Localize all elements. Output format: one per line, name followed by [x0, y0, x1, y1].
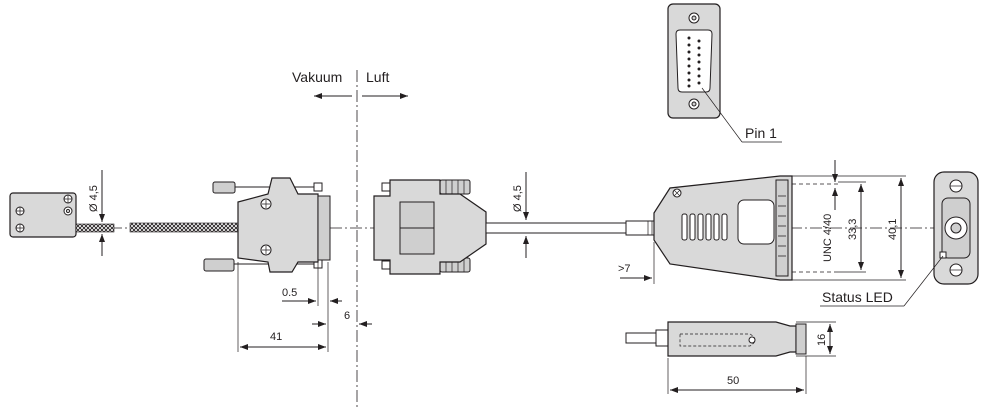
housing-front-view	[933, 171, 979, 285]
electronics-housing	[653, 175, 838, 281]
cable-strain-relief	[625, 220, 655, 236]
strain-relief-lines	[647, 221, 653, 235]
flange-gap-label: 0.5	[282, 287, 297, 299]
main-cable	[485, 222, 627, 234]
braided-cable	[129, 222, 239, 233]
air-label: Luft	[366, 69, 389, 85]
status-led-label: Status LED	[822, 289, 893, 305]
depth-label: 16	[816, 334, 828, 346]
connector-length-label: 41	[270, 331, 282, 343]
dsub-face-view	[667, 3, 721, 119]
inner-height-label: 33,3	[847, 219, 859, 240]
air-connector	[373, 179, 487, 275]
housing-top-view	[625, 321, 807, 357]
min-bend-label: >7	[618, 263, 631, 275]
sensor-cable-dia-label: Ø 4,5	[88, 185, 100, 212]
thread-label: UNC 4/40	[822, 214, 834, 262]
pin1-leader	[701, 87, 743, 143]
status-led-leader	[903, 255, 944, 307]
cable-dia-label: Ø 4,5	[512, 185, 524, 212]
pin1-label: Pin 1	[745, 125, 777, 141]
vacuum-connector	[203, 177, 331, 273]
sensor-head	[9, 192, 115, 238]
outer-height-label: 40,1	[887, 219, 899, 240]
vacuum-label: Vakuum	[292, 69, 342, 85]
status-led-dot	[939, 251, 947, 259]
wall-offset-label: 6	[344, 310, 350, 322]
length-label: 50	[727, 375, 739, 387]
